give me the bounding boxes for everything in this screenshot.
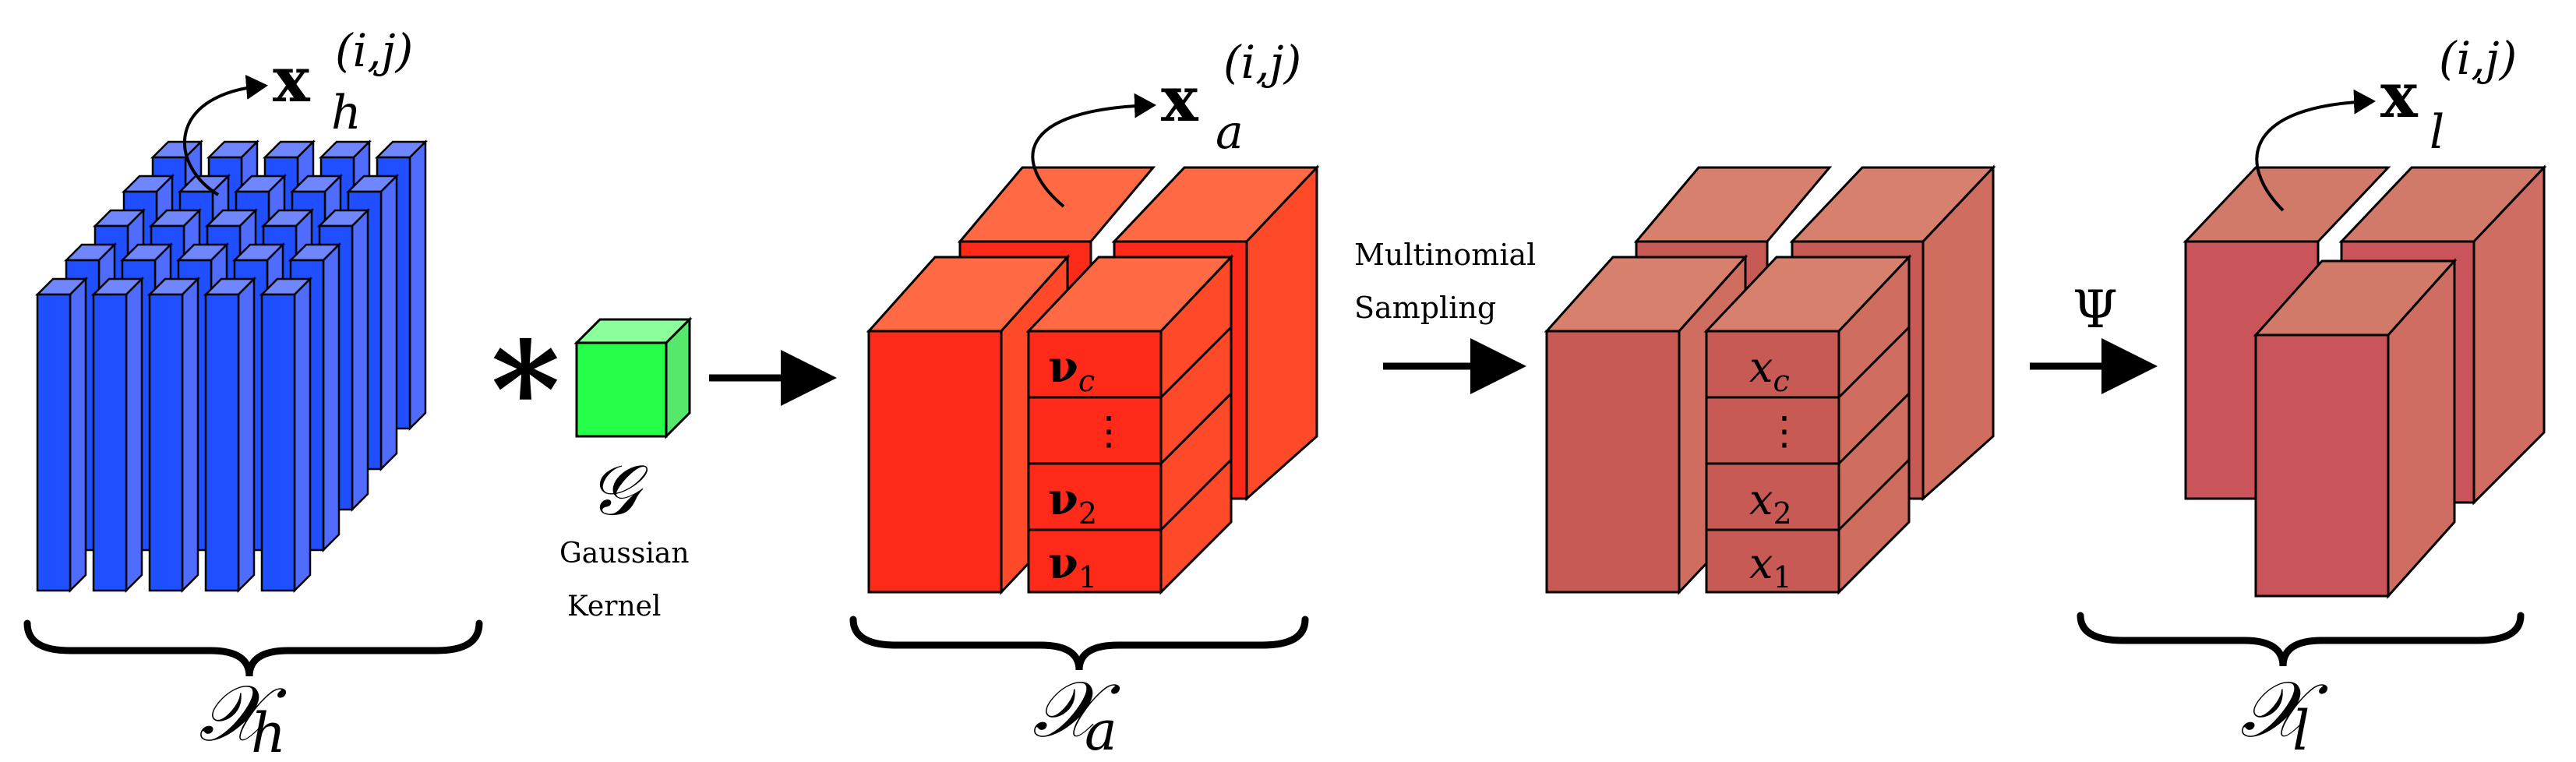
curly-brace-icon [2077,612,2525,667]
low-resolution-data-cube [2183,164,2547,599]
bar-side [322,242,341,553]
bar-front [148,293,184,592]
curved-arrow-icon [2255,89,2376,212]
bar-side [408,139,427,432]
bar-front [260,293,296,592]
high-res-dataset-subscript: h [251,701,286,762]
abundance-pixel-subscript: a [1216,105,1244,160]
abundance-nu-2: ν2 [1048,474,1097,531]
bar-side [379,173,398,472]
sampling-caption-sampling: Sampling [1354,291,1496,325]
kernel-symbol: 𝒢 [588,450,648,531]
abundance-dataset-subscript: a [1085,699,1117,762]
low-res-dataset-subscript: l [2292,699,2310,762]
psi-symbol: Ψ [2073,280,2118,340]
abundance-data-cube [866,164,1320,595]
high-res-pixel-subscript: h [331,86,362,140]
sample-x-c: xc [1749,343,1790,398]
gaussian-kernel-cube [573,316,693,439]
low-res-pixel-vector: x [2380,58,2419,132]
sample-x-1: x1 [1749,539,1792,594]
curved-arrow-icon [183,74,268,196]
abundance-pixel-vector: x [1161,62,1199,136]
bar-front [204,293,240,592]
kernel-caption-gaussian: Gaussian [559,538,690,570]
abundance-nu-1: ν1 [1048,538,1097,594]
sample-x-2: x2 [1749,475,1792,531]
bar-side [69,276,87,594]
high-res-pixel-superscript: (i,j) [335,24,413,77]
abundance-pixel-superscript: (i,j) [1223,36,1301,89]
high-res-pixel-vector: x [273,43,311,116]
bar-side [293,276,312,594]
high-resolution-data-cube [34,139,429,594]
bar-side [237,276,256,594]
sampling-caption-multinomial: Multinomial [1354,238,1536,272]
low-res-pixel-subscript: l [2430,105,2444,160]
bar-side [125,276,143,594]
sampled-counts-cube [1544,164,1996,595]
kernel-caption-kernel: Kernel [567,591,661,623]
low-res-pixel-superscript: (i,j) [2439,32,2517,85]
abundance-ellipsis: ⋮ [1089,408,1128,453]
asterisk-icon: * [491,312,560,468]
curved-arrow-icon [1031,93,1156,208]
bar-front [36,293,72,592]
curly-brace-icon [23,619,483,677]
low-res-dataset-symbol: 𝒳 [2240,664,2328,755]
bar-side [181,276,199,594]
sample-ellipsis: ⋮ [1765,408,1804,453]
bar-side [351,207,369,513]
abundance-nu-c: νc [1048,341,1095,398]
curly-brace-icon [849,616,1309,671]
bar-front [92,293,128,592]
